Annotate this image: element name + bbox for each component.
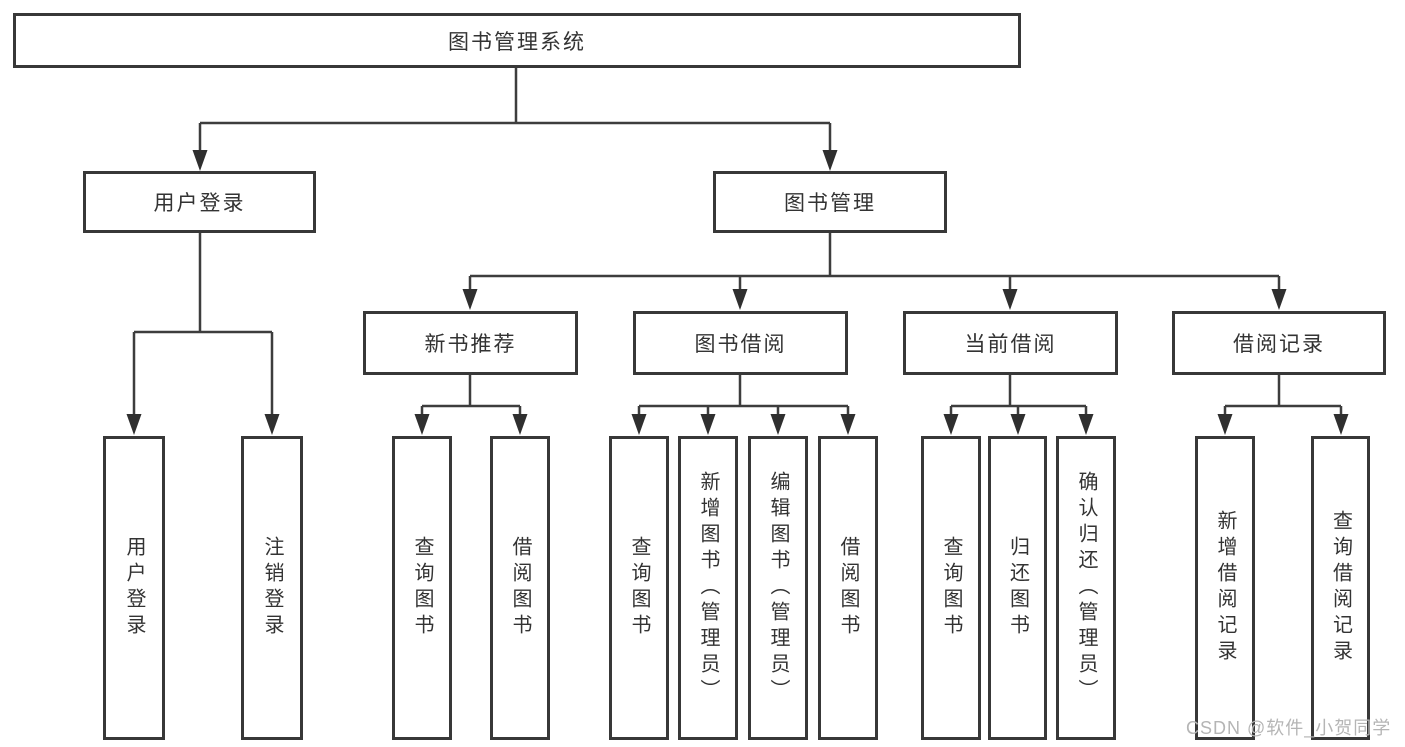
- arrow-down-icon: [1078, 414, 1094, 435]
- leaf-user-login: 用户登录: [103, 436, 165, 740]
- leaf-logout-login-label: 注销登录: [261, 536, 283, 640]
- arrow-down-icon: [840, 414, 856, 435]
- node-book-management-label: 图书管理: [784, 192, 876, 215]
- arrow-down-icon: [822, 150, 838, 171]
- leaf-return-books: 归还图书: [988, 436, 1047, 740]
- arrow-down-icon: [192, 150, 208, 171]
- node-root: 图书管理系统: [13, 13, 1021, 68]
- leaf-edit-books-admin: 编辑图书（管理员）: [748, 436, 808, 740]
- arrow-down-icon: [1271, 289, 1287, 310]
- leaf-query-books-current: 查询图书: [921, 436, 981, 740]
- node-book-management: 图书管理: [713, 171, 947, 233]
- arrow-down-icon: [1217, 414, 1233, 435]
- leaf-borrow-books-recommend: 借阅图书: [490, 436, 550, 740]
- leaf-return-books-label: 归还图书: [1006, 536, 1029, 640]
- node-borrow-records-label: 借阅记录: [1233, 333, 1325, 356]
- leaf-add-borrow-record: 新增借阅记录: [1195, 436, 1255, 740]
- arrow-down-icon: [264, 414, 280, 435]
- leaf-query-borrow-record: 查询借阅记录: [1311, 436, 1370, 740]
- node-book-borrow-label: 图书借阅: [694, 333, 787, 356]
- arrow-down-icon: [1333, 414, 1349, 435]
- leaf-query-books-borrow-label: 查询图书: [628, 536, 650, 640]
- arrow-down-icon: [512, 414, 528, 435]
- leaf-borrow-books-label: 借阅图书: [837, 536, 859, 640]
- leaf-add-books-admin-label: 新增图书（管理员）: [697, 471, 719, 705]
- node-current-borrow-label: 当前借阅: [964, 333, 1057, 356]
- arrow-down-icon: [126, 414, 142, 435]
- leaf-user-login-label: 用户登录: [123, 536, 145, 640]
- arrow-down-icon: [943, 414, 959, 435]
- leaf-confirm-return-admin: 确认归还（管理员）: [1056, 436, 1116, 740]
- node-borrow-records: 借阅记录: [1172, 311, 1386, 375]
- arrow-down-icon: [700, 414, 716, 435]
- leaf-query-books-recommend: 查询图书: [392, 436, 452, 740]
- leaf-confirm-return-admin-label: 确认归还（管理员）: [1075, 471, 1097, 705]
- leaf-add-borrow-record-label: 新增借阅记录: [1214, 510, 1236, 666]
- node-new-book-recommend-label: 新书推荐: [424, 333, 517, 356]
- csdn-watermark: CSDN @软件_小贺同学: [1186, 718, 1392, 738]
- leaf-borrow-books: 借阅图书: [818, 436, 878, 740]
- node-new-book-recommend: 新书推荐: [363, 311, 578, 375]
- node-root-label: 图书管理系统: [448, 30, 586, 54]
- leaf-borrow-books-recommend-label: 借阅图书: [509, 536, 531, 640]
- arrow-down-icon: [462, 289, 478, 310]
- leaf-add-books-admin: 新增图书（管理员）: [678, 436, 738, 740]
- node-current-borrow: 当前借阅: [903, 311, 1118, 375]
- arrow-down-icon: [414, 414, 430, 435]
- node-user-login-label: 用户登录: [153, 192, 246, 215]
- leaf-query-books-recommend-label: 查询图书: [411, 536, 433, 640]
- arrow-down-icon: [1010, 414, 1026, 435]
- leaf-query-books-borrow: 查询图书: [609, 436, 669, 740]
- arrowheads: [126, 150, 1349, 435]
- arrow-down-icon: [631, 414, 647, 435]
- leaf-edit-books-admin-label: 编辑图书（管理员）: [767, 471, 789, 705]
- node-book-borrow: 图书借阅: [633, 311, 848, 375]
- node-user-login: 用户登录: [83, 171, 316, 233]
- leaf-logout-login: 注销登录: [241, 436, 303, 740]
- arrow-down-icon: [770, 414, 786, 435]
- leaf-query-borrow-record-label: 查询借阅记录: [1329, 510, 1352, 666]
- arrow-down-icon: [1002, 289, 1018, 310]
- leaf-query-books-current-label: 查询图书: [940, 536, 962, 640]
- arrow-down-icon: [732, 289, 748, 310]
